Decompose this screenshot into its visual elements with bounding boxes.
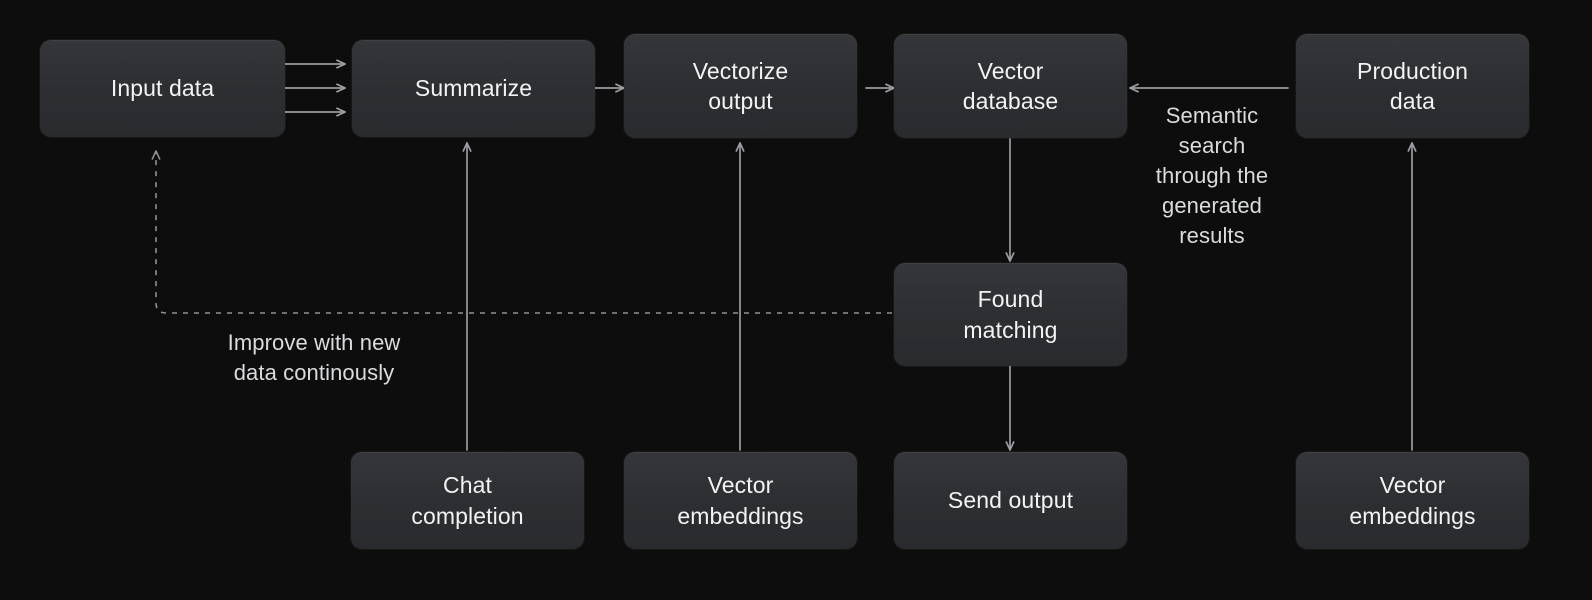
node-input-data[interactable]: Input data bbox=[40, 40, 285, 137]
node-vector-embeddings-middle[interactable]: Vector embeddings bbox=[624, 452, 857, 549]
node-production-data-label: Production data bbox=[1357, 57, 1468, 114]
node-found-matching[interactable]: Found matching bbox=[894, 263, 1127, 366]
node-chat-completion-label: Chat completion bbox=[411, 472, 524, 529]
edge-label-semantic-search: Semantic search through the generated re… bbox=[1155, 103, 1269, 248]
node-send-output-label: Send output bbox=[947, 487, 1074, 514]
node-production-data[interactable]: Production data bbox=[1296, 34, 1529, 138]
edge-label-improve-loop: Improve with new data continously bbox=[227, 330, 401, 385]
node-summarize-label: Summarize bbox=[414, 75, 533, 102]
edge-found-to-input-dashed bbox=[156, 151, 892, 314]
node-summarize[interactable]: Summarize bbox=[352, 40, 595, 137]
node-send-output[interactable]: Send output bbox=[894, 452, 1127, 549]
node-vectorize-output[interactable]: Vectorize output bbox=[624, 34, 857, 138]
node-vector-embeddings-right[interactable]: Vector embeddings bbox=[1296, 452, 1529, 549]
node-vector-database[interactable]: Vector database bbox=[894, 34, 1127, 138]
node-input-data-label: Input data bbox=[110, 75, 215, 102]
node-vector-embeddings-right-label: Vector embeddings bbox=[1349, 472, 1476, 529]
node-chat-completion[interactable]: Chat completion bbox=[351, 452, 584, 549]
node-vector-embeddings-middle-label: Vector embeddings bbox=[677, 472, 804, 529]
node-vector-database-label: Vector database bbox=[962, 57, 1059, 114]
node-found-matching-label: Found matching bbox=[963, 286, 1058, 343]
node-vectorize-output-label: Vectorize output bbox=[692, 57, 789, 114]
